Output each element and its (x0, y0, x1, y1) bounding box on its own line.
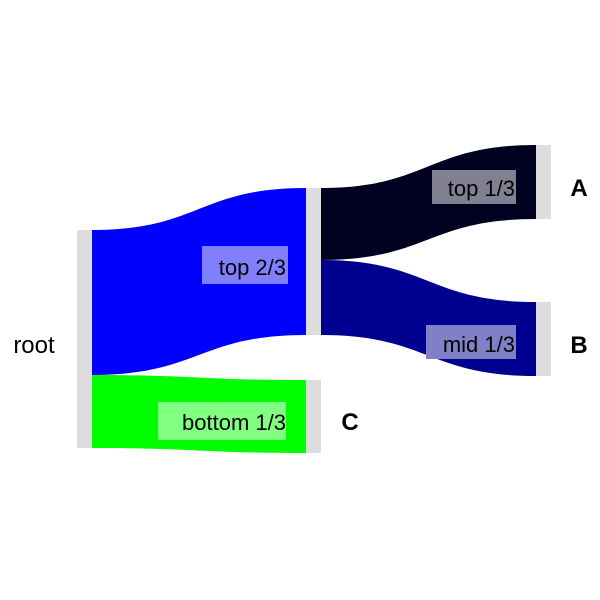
node-bar-root (77, 230, 92, 448)
link-label-mid-1-3: mid 1/3 (443, 332, 515, 357)
link-label-bg-bottom-1-3 (158, 402, 286, 440)
link-label-bg-top-2-3 (202, 246, 288, 284)
node-label-a: A (570, 175, 587, 202)
node-label-c: C (341, 409, 358, 436)
node-bar-c (306, 380, 321, 453)
link-label-bg-mid-1-3 (426, 325, 516, 359)
link-label-bg-top-1-3 (432, 170, 516, 204)
node-bar-mid (306, 188, 321, 335)
link-root-to-mid (92, 188, 306, 375)
node-bar-a (536, 145, 551, 219)
link-label-top-1-3: top 1/3 (448, 176, 515, 201)
link-label-bottom-1-3: bottom 1/3 (182, 410, 286, 435)
node-label-root: root (13, 332, 55, 359)
link-label-top-2-3: top 2/3 (219, 255, 286, 280)
node-bar-b (536, 302, 551, 376)
node-label-b: B (570, 332, 587, 359)
